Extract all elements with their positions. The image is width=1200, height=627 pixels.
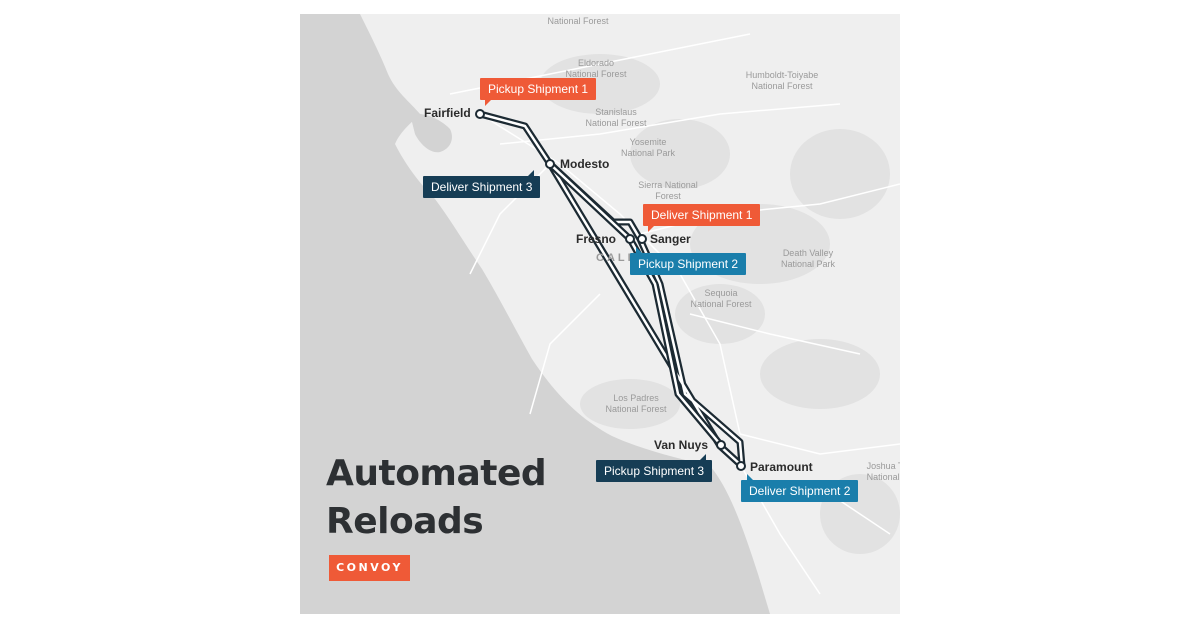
headline-line-2: Reloads bbox=[326, 501, 484, 542]
tag-pickup-shipment-2: Pickup Shipment 2 bbox=[630, 247, 747, 275]
route-map: National Forest Eldorado National Forest… bbox=[300, 14, 900, 614]
tag-deliver-shipment-2: Deliver Shipment 2 bbox=[741, 474, 859, 502]
tag-pickup-shipment-1: Pickup Shipment 1 bbox=[480, 78, 597, 106]
convoy-logo: CONVOY bbox=[329, 555, 410, 581]
label-yosemite: Yosemite National Park bbox=[620, 137, 676, 158]
label-sierra: Sierra National Forest bbox=[638, 180, 698, 201]
stop-markers bbox=[475, 109, 746, 471]
label-joshua: Joshua T National bbox=[866, 461, 900, 482]
tag-pickup-shipment-3: Pickup Shipment 3 bbox=[596, 454, 713, 482]
headline-line-1: Automated bbox=[326, 453, 547, 494]
label-los-padres: Los Padres National Forest bbox=[605, 393, 667, 414]
label-humboldt: Humboldt-Toiyabe National Forest bbox=[745, 70, 819, 91]
state-label: CALI bbox=[596, 252, 634, 264]
tag-deliver-shipment-1: Deliver Shipment 1 bbox=[643, 204, 761, 232]
headline: Automated Reloads bbox=[326, 450, 547, 546]
city-paramount: Paramount bbox=[750, 460, 813, 474]
label-national-forest-top: National Forest bbox=[547, 16, 609, 26]
bay bbox=[410, 113, 452, 153]
city-fairfield: Fairfield bbox=[424, 106, 471, 120]
label-sequoia: Sequoia National Forest bbox=[690, 288, 752, 309]
city-sanger: Sanger bbox=[650, 232, 691, 246]
label-eldorado: Eldorado National Forest bbox=[565, 58, 627, 79]
city-van-nuys: Van Nuys bbox=[654, 438, 709, 452]
label-death-valley: Death Valley National Park bbox=[780, 248, 836, 269]
city-modesto: Modesto bbox=[560, 157, 610, 171]
tag-deliver-shipment-3: Deliver Shipment 3 bbox=[423, 170, 541, 198]
city-fresno: Fresno bbox=[576, 232, 617, 246]
label-stanislaus: Stanislaus National Forest bbox=[585, 107, 647, 128]
